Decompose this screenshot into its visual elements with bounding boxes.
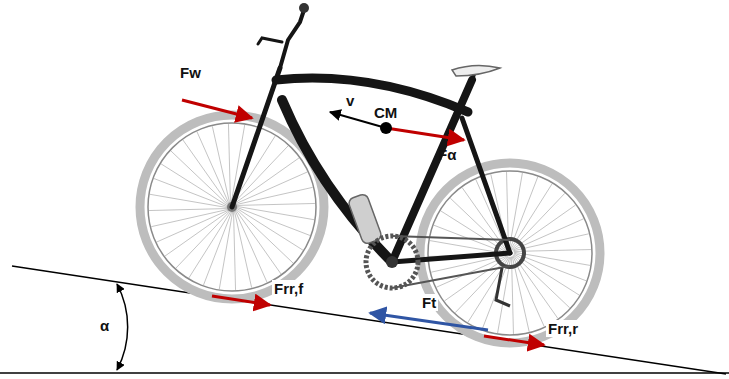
wheel-spokes [149,124,591,334]
force-label: Ft [420,294,438,311]
water-bottle [347,193,382,245]
seat-stay [462,118,510,253]
handlebar-stem [280,10,304,68]
saddle [452,65,500,76]
derailleur [496,268,510,306]
seat-tube [392,80,472,262]
center-of-mass-label: CM [372,104,399,121]
traction-force-arrow [370,313,488,330]
spoke [157,210,229,242]
down-tube [282,100,392,262]
brake-lever [258,38,282,44]
spoke [197,132,229,204]
spoke [235,209,281,274]
spoke [161,164,228,206]
spoke [236,203,315,205]
spoke [236,208,303,250]
force-label: Fw [178,64,203,81]
chain [392,236,510,288]
velocity-label: v [344,92,356,109]
spoke [236,206,314,219]
force-label: Frr,f [272,280,305,297]
spoke [165,210,230,256]
spoke [234,211,236,290]
force-label: Fα [436,146,458,163]
spoke [189,211,231,278]
handlebar-grip [299,3,309,13]
horizontal-line [0,372,729,374]
spoke [219,211,232,289]
spoke [151,209,228,226]
wind-force-arrow [182,100,252,118]
spoke [235,210,267,282]
slope-line [12,266,726,374]
spoke [149,209,228,211]
spoke [235,172,307,204]
spoke [212,126,229,203]
gravity-component-arrow [386,128,464,140]
spoke [228,124,230,203]
fork [232,68,280,207]
spoke [183,140,229,205]
chainring [366,236,418,288]
bottom-bracket [386,256,398,268]
angle-arc [117,284,128,370]
chain-stay [392,253,510,262]
center-of-mass-dot [380,122,392,134]
spoke [150,194,228,207]
spoke [234,210,251,287]
bike-frame [232,10,510,262]
spoke [235,187,312,204]
front-rolling-resistance-arrow [212,296,270,305]
force-label: Frr,r [546,320,580,337]
angle-label: α [98,317,111,334]
rear-rolling-resistance-arrow [484,336,544,345]
